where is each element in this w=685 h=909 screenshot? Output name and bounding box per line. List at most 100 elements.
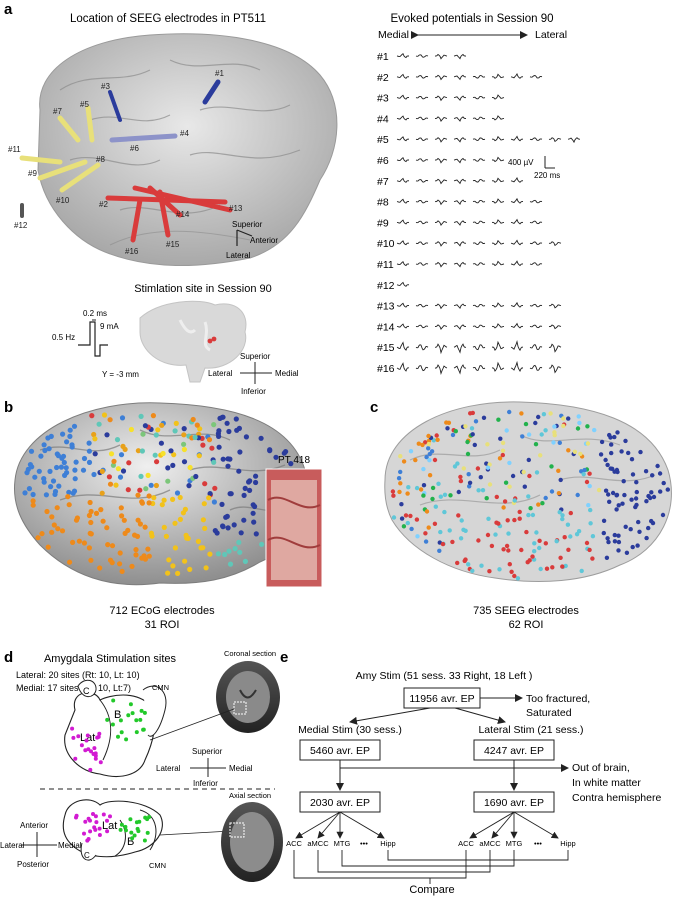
seeg-dot (543, 428, 548, 433)
seeg-dot (532, 549, 537, 554)
ep-trace (453, 137, 467, 143)
seeg-dot (423, 539, 429, 544)
ecog-dot (145, 472, 151, 478)
seeg-dot (500, 448, 506, 453)
ecog-dot (251, 519, 257, 525)
seeg-dot (563, 563, 568, 569)
ecog-dot (226, 428, 232, 435)
ecog-dot (170, 496, 176, 502)
seeg-dot (405, 520, 410, 526)
lateral-stim: Lateral Stim (21 sess.) (478, 724, 583, 736)
nuc-lat: Lat (80, 732, 95, 744)
seeg-dot (598, 452, 604, 457)
ecog-dot (190, 416, 196, 423)
roi-lat-hipp: Hipp (560, 839, 575, 848)
ecog-dot (30, 502, 36, 508)
ecog-dot (80, 467, 87, 473)
seeg-dot (479, 563, 484, 568)
ecog-dot (137, 487, 143, 493)
ep-row-label: #2 (377, 72, 389, 84)
ep-trace (396, 362, 410, 372)
seeg-dot (432, 521, 438, 526)
seeg-dot (398, 481, 403, 486)
ecog-dot (46, 446, 52, 452)
nuc-c: C (83, 686, 90, 696)
seeg-dot (661, 480, 666, 486)
ecog-dot (171, 452, 177, 458)
lateral-site-dot (98, 760, 103, 765)
ecog-dot (283, 449, 289, 455)
seeg-dot (484, 496, 489, 501)
seeg-dot (649, 518, 654, 524)
seeg-dot (603, 488, 609, 493)
ep-trace (529, 137, 543, 141)
ep-trace (510, 301, 524, 308)
seeg-dot (413, 457, 418, 463)
seeg-dot (633, 496, 639, 501)
seeg-dot (635, 543, 640, 548)
ecog-dot (54, 464, 60, 471)
ecog-dot (48, 433, 54, 439)
stim-title: Stimlation site in Session 90 (134, 283, 272, 295)
seeg-dot (532, 541, 537, 546)
ep-trace (415, 158, 429, 162)
o2-medial: Medial (58, 841, 82, 850)
ecog-dot (259, 541, 265, 547)
seeg-dot (526, 512, 531, 518)
seeg-dot (588, 507, 593, 513)
ecog-dot (148, 482, 154, 488)
ecog-dot (173, 420, 179, 426)
ep-trace (510, 322, 524, 329)
ecog-dot (120, 468, 127, 474)
ep-trace (415, 303, 429, 308)
seeg-dot (423, 531, 428, 536)
box-total-text: 11956 avr. EP (409, 693, 474, 705)
ecog-dot (160, 450, 166, 457)
ecog-dot (202, 525, 208, 532)
ep-grid: #1#2#3#4#5#6#7#8#9#10#11#12#13#14#15#16 (377, 51, 580, 376)
seeg-dot (424, 509, 430, 514)
seeg-dot (628, 527, 633, 532)
lateral-site-dot (96, 734, 101, 739)
seeg-dot (487, 569, 492, 574)
seeg-dot (530, 512, 536, 518)
ecog-dot (104, 432, 110, 438)
ecog-dot (242, 558, 248, 565)
ecog-dot (117, 550, 123, 556)
seeg-dot (421, 493, 426, 498)
lateral-site-dot (108, 814, 112, 819)
ecog-dot (32, 474, 38, 480)
ep-trace (491, 177, 505, 183)
seeg-dot (447, 528, 452, 533)
ep-trace (453, 261, 467, 268)
ep-trace (453, 303, 467, 310)
ecog-dot (187, 566, 193, 573)
seeg-dot (568, 510, 573, 516)
seeg-dot (644, 499, 649, 504)
ep-trace (415, 179, 429, 183)
ecog-dot (212, 528, 218, 534)
ecog-dot (143, 486, 149, 492)
ecog-dot (177, 494, 183, 501)
medial-site-dot (143, 815, 148, 820)
seeg-dot (550, 565, 555, 570)
seeg-dot (507, 484, 512, 489)
lateral-site-dot (97, 731, 102, 736)
ep-trace (396, 156, 410, 163)
lateral-site-dot (97, 826, 102, 831)
seeg-dot (467, 480, 473, 485)
ecog-dot (27, 462, 33, 468)
ep-trace (491, 73, 505, 79)
ecog-dot (161, 497, 167, 503)
ep-trace (491, 340, 505, 352)
seeg-dot (493, 532, 498, 537)
ecog-dot (200, 517, 206, 523)
seeg-dot (528, 506, 533, 511)
orient-superior: Superior (232, 220, 263, 229)
ep-trace (434, 157, 448, 164)
seeg-dot (605, 462, 610, 468)
seeg-dot (446, 420, 452, 425)
seeg-dot (437, 548, 442, 553)
ecog-dot (87, 530, 93, 537)
ep-trace (529, 364, 543, 371)
